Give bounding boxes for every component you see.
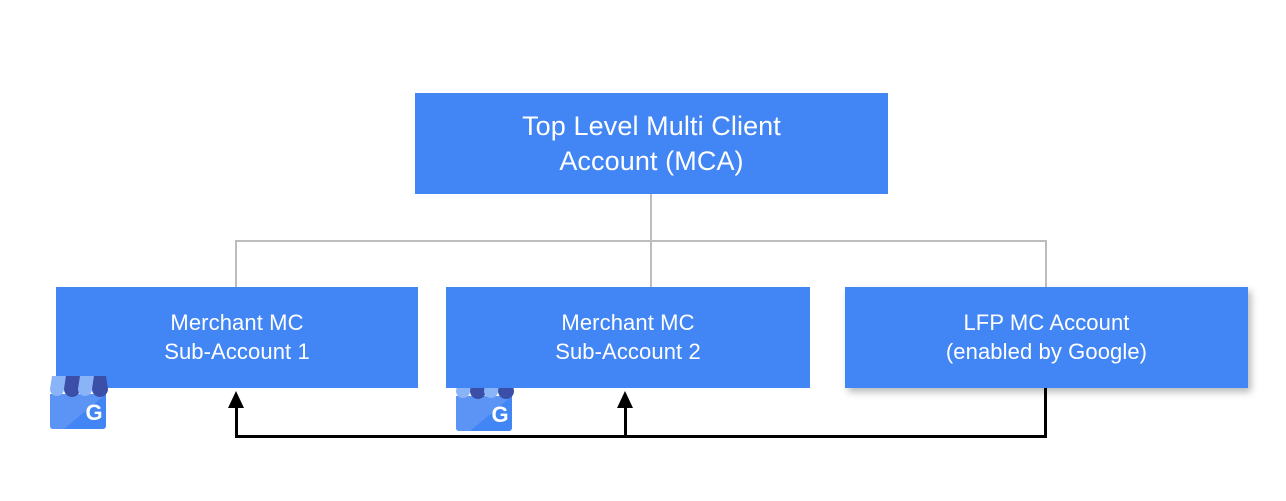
node-merchant-mc-sub-account-2[interactable]: Merchant MC Sub-Account 2 <box>446 287 810 388</box>
connector-drop-to-lfp-account <box>1045 240 1047 288</box>
google-business-profile-icon: G <box>42 368 114 432</box>
node-merchant-mc-sub-account-1[interactable]: Merchant MC Sub-Account 1 <box>56 287 418 388</box>
node-merchant-mc-sub-account-2-line-2: Sub-Account 2 <box>555 338 701 364</box>
node-merchant-mc-sub-account-2-label: Merchant MC Sub-Account 2 <box>555 309 701 365</box>
feed-line-to-sub-account-2 <box>624 405 627 437</box>
node-lfp-mc-account[interactable]: LFP MC Account (enabled by Google) <box>845 287 1248 388</box>
node-lfp-mc-account-line-2: (enabled by Google) <box>945 338 1148 364</box>
connector-drop-to-sub-account-2 <box>650 240 652 288</box>
connector-drop-to-sub-account-1 <box>235 240 237 288</box>
connector-mca-stem <box>650 194 652 242</box>
node-merchant-mc-sub-account-2-line-1: Merchant MC <box>561 310 695 336</box>
google-business-profile-icon-letter: G <box>85 400 102 425</box>
node-top-level-mca-line-2: Account (MCA) <box>559 145 744 176</box>
node-top-level-mca-line-1: Top Level Multi Client <box>522 110 781 141</box>
node-lfp-mc-account-line-1: LFP MC Account <box>963 310 1130 336</box>
node-merchant-mc-sub-account-1-line-1: Merchant MC <box>170 310 304 336</box>
node-merchant-mc-sub-account-1-label: Merchant MC Sub-Account 1 <box>164 309 310 365</box>
arrowhead-to-sub-account-2 <box>617 391 633 408</box>
connector-horizontal-bus <box>235 240 1047 242</box>
feed-line-horizontal-bus <box>235 435 1047 438</box>
node-lfp-mc-account-label: LFP MC Account (enabled by Google) <box>946 309 1147 365</box>
feed-line-from-lfp-account <box>1044 388 1047 438</box>
node-top-level-mca-label: Top Level Multi Client Account (MCA) <box>522 109 781 178</box>
arrowhead-to-sub-account-1 <box>228 391 244 408</box>
node-merchant-mc-sub-account-1-line-2: Sub-Account 1 <box>164 338 310 364</box>
google-business-profile-icon-letter: G <box>491 402 508 427</box>
feed-line-to-sub-account-1 <box>235 405 238 437</box>
node-top-level-mca[interactable]: Top Level Multi Client Account (MCA) <box>415 93 888 194</box>
